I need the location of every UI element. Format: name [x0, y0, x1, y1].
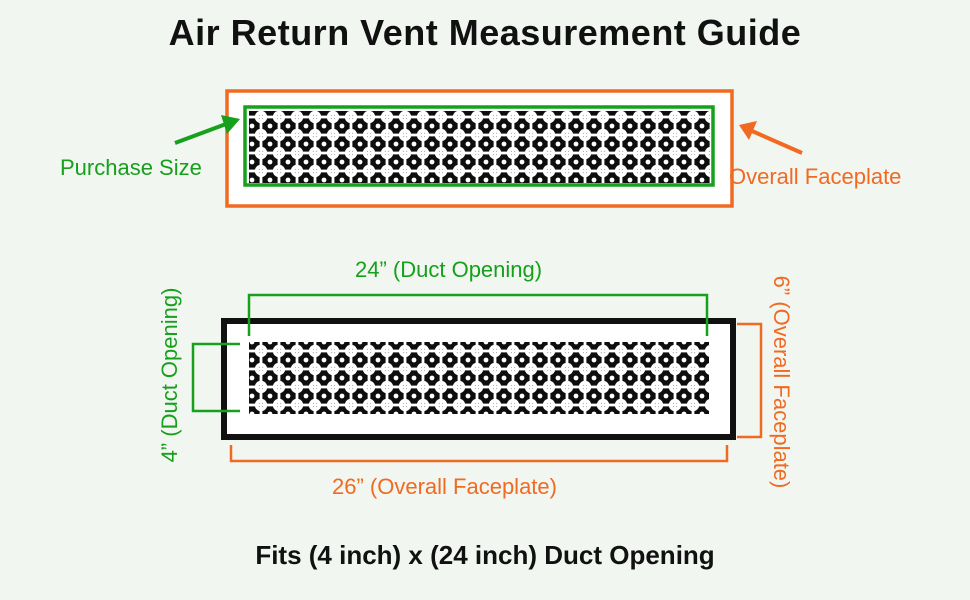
width-faceplate-label: 26” (Overall Faceplate): [332, 474, 557, 499]
purchase-size-label: Purchase Size: [60, 155, 202, 180]
width-faceplate-bracket: [229, 445, 729, 463]
purchase-size-arrow: [174, 115, 240, 145]
height-faceplate-label: 6” (Overall Faceplate): [769, 275, 794, 489]
top-purchase-outline: [243, 105, 715, 187]
top-vent: [225, 89, 734, 208]
width-duct-bracket: [247, 293, 709, 336]
height-duct-bracket: [191, 342, 240, 413]
bottom-grille-pattern: [249, 342, 709, 414]
page-title: Air Return Vent Measurement Guide: [168, 12, 802, 53]
footer-caption: Fits (4 inch) x (24 inch) Duct Opening: [255, 540, 715, 570]
faceplate-arrow: [739, 121, 803, 155]
height-faceplate-bracket: [737, 322, 763, 439]
overall-faceplate-label: Overall Faceplate: [729, 164, 902, 189]
bottom-vent: [221, 318, 736, 440]
width-duct-label: 24” (Duct Opening): [355, 257, 543, 282]
top-grille-pattern: [249, 111, 710, 183]
height-duct-label: 4” (Duct Opening): [157, 287, 182, 463]
